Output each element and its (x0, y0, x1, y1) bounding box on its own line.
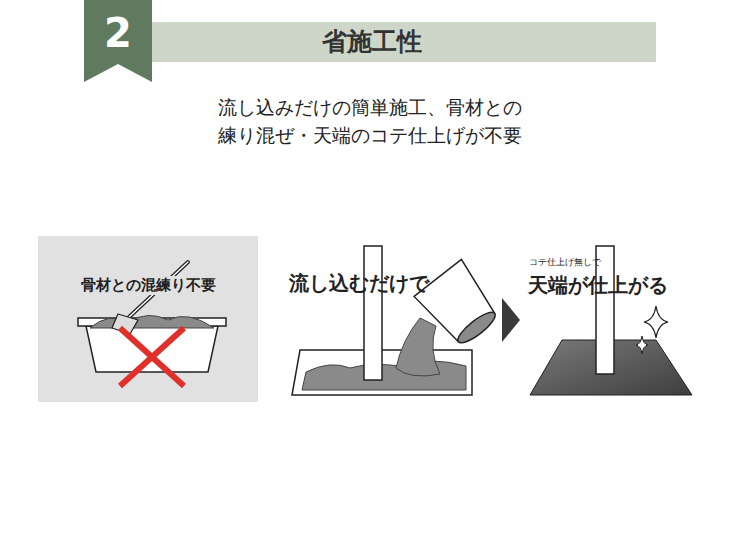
section-number: 2 (104, 10, 132, 56)
finished-slab (530, 246, 692, 395)
mixing-tub (38, 236, 258, 402)
subtitle: 流し込みだけの簡単施工、骨材との 練り混ぜ・天端のコテ仕上げが不要 (170, 94, 570, 149)
pour-figure (292, 246, 504, 395)
title-band (150, 22, 656, 62)
panel-box: 骨材との混練り不要 (38, 236, 258, 402)
panel-label: 骨材との混練り不要 (78, 276, 219, 295)
step-caption: 天端が仕上がる (528, 272, 668, 299)
section-title: 省施工性 (322, 25, 422, 58)
number-ribbon (84, 0, 152, 82)
step-arrow (502, 298, 520, 342)
small-note: コテ仕上げ無しで (529, 256, 601, 269)
step-caption: 流し込むだけで (289, 270, 429, 297)
